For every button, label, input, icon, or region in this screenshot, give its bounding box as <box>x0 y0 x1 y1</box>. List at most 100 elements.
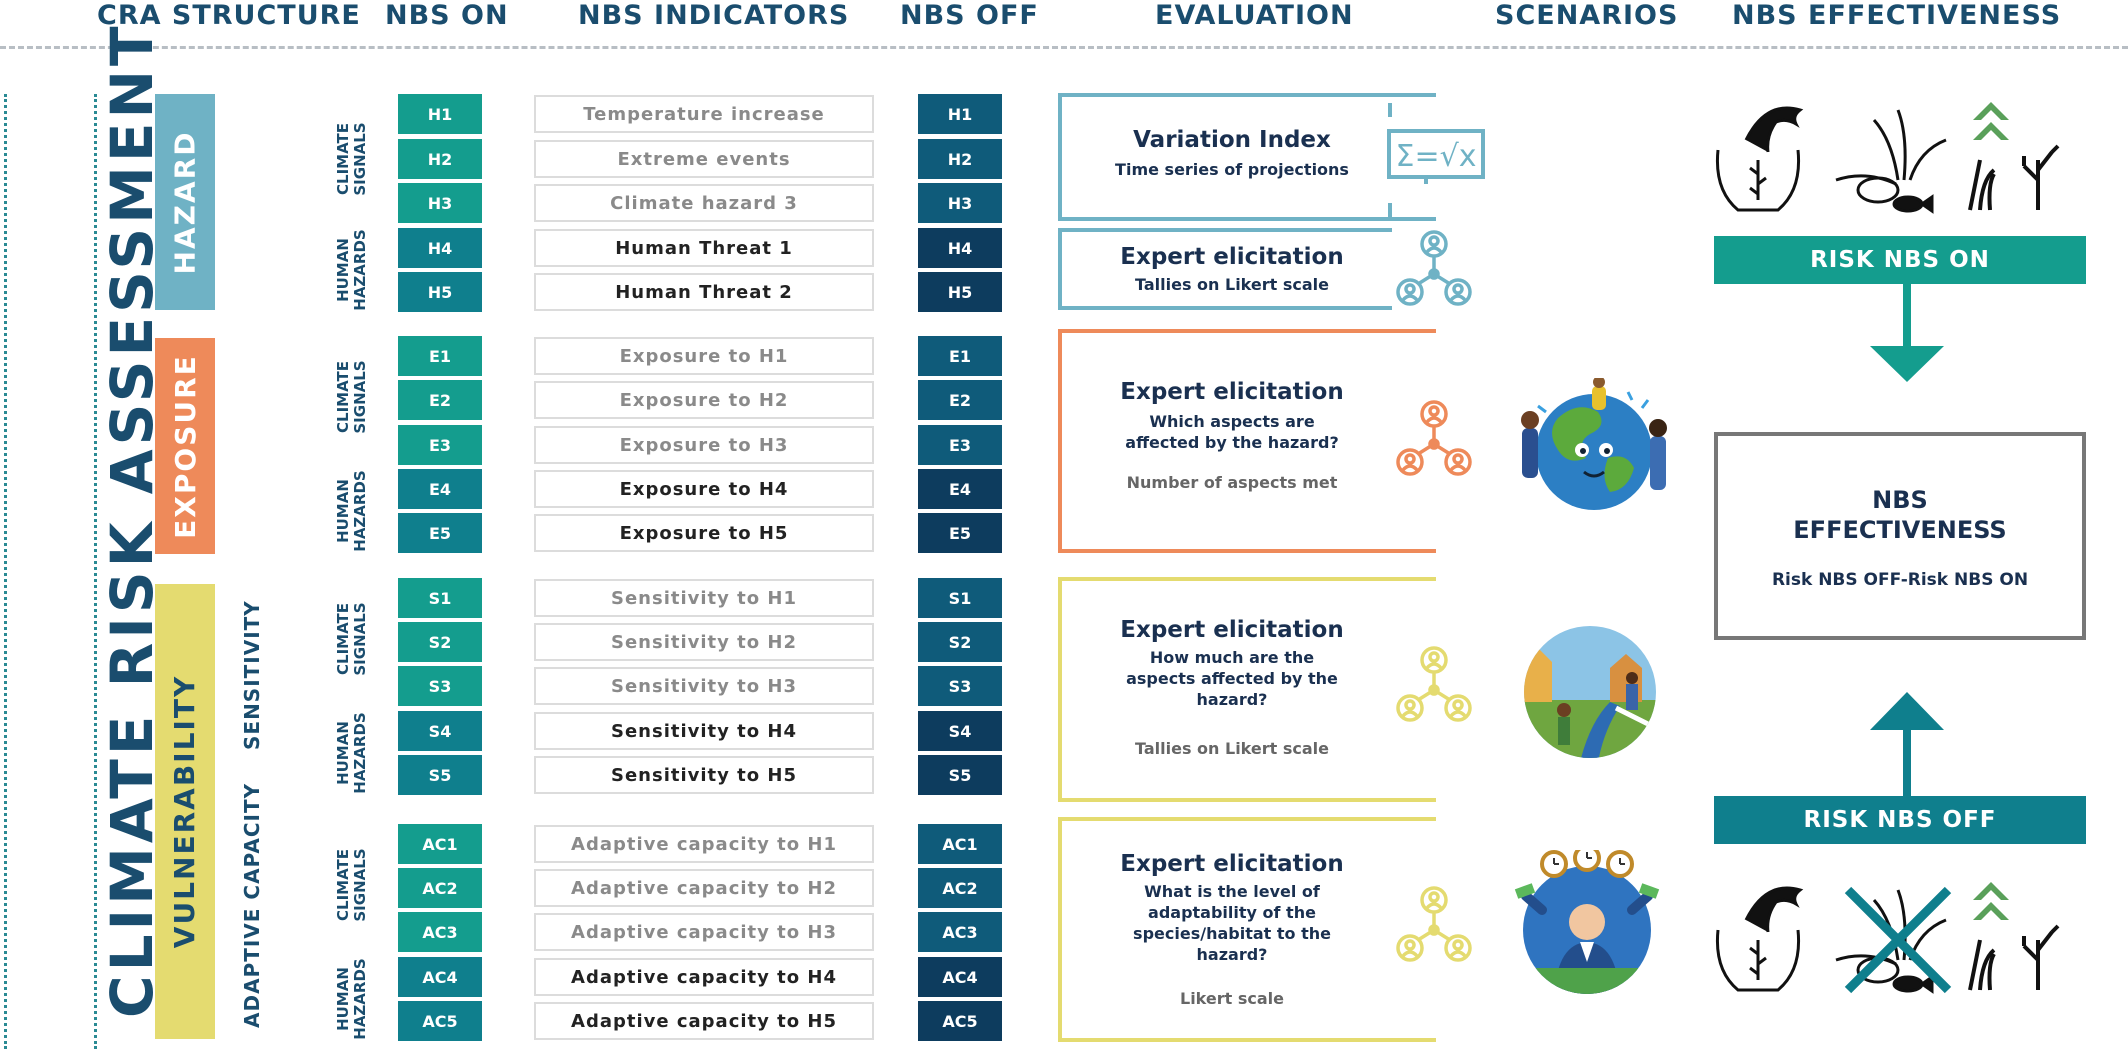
nbs-off-code: H2 <box>918 139 1002 179</box>
category-hazard: HAZARD <box>155 94 215 310</box>
group-label-line2: HAZARDS <box>351 229 369 311</box>
coral-reef-icon <box>1968 102 2060 211</box>
nbs-off-code: AC4 <box>918 957 1002 997</box>
nbs-off-code: E1 <box>918 336 1002 376</box>
group-label-line1: CLIMATE <box>334 361 352 433</box>
svg-text:Σ=√x: Σ=√x <box>1396 139 1477 174</box>
nbs-on-code: E1 <box>398 336 482 376</box>
nbs-off-code: E2 <box>918 380 1002 420</box>
nbs-on-code: H5 <box>398 272 482 312</box>
nbs-off-code: AC3 <box>918 912 1002 952</box>
nbs-off-code: S3 <box>918 666 1002 706</box>
label-adaptive-capacity: ADAPTIVE CAPACITY <box>240 782 264 1028</box>
nbs-off-code: E4 <box>918 469 1002 509</box>
nbs-off-code: S1 <box>918 578 1002 618</box>
nbs-indicator: Sensitivity to H1 <box>534 579 874 617</box>
nbs-on-code: H2 <box>398 139 482 179</box>
nbs-indicator: Exposure to H2 <box>534 381 874 419</box>
nbs-off-code: H4 <box>918 228 1002 268</box>
nbs-off-code: S2 <box>918 622 1002 662</box>
category-vulnerability: VULNERABILITY <box>155 584 215 1039</box>
nbs-indicator: Exposure to H1 <box>534 337 874 375</box>
nbs-indicator: Sensitivity to H2 <box>534 623 874 661</box>
nbs-on-code: E5 <box>398 513 482 553</box>
arrow-up-icon <box>1870 692 1944 800</box>
group-label-line1: CLIMATE <box>334 122 352 195</box>
category-exposure: EXPOSURE <box>155 338 215 554</box>
group-label-line1: HUMAN <box>334 238 352 302</box>
eval-sensitivity-title: Expert elicitation <box>1120 617 1344 643</box>
group-label-line2: SIGNALS <box>351 121 369 196</box>
nbs-off-code: S4 <box>918 711 1002 751</box>
nbs-indicator: Climate hazard 3 <box>534 184 874 222</box>
cross-out-icon <box>1844 886 1952 994</box>
title-border-left <box>4 94 7 1049</box>
header-nbs-off: NBS OFF <box>900 0 1039 31</box>
expert-network-icon <box>1392 398 1476 482</box>
group-label-line2: HAZARDS <box>351 712 369 794</box>
eval-adaptive-sub2: adaptability of the <box>1148 903 1316 922</box>
eval-variation-sub: Time series of projections <box>1115 160 1349 179</box>
nbs-indicator: Adaptive capacity to H2 <box>534 869 874 907</box>
nbs-indicator: Exposure to H5 <box>534 514 874 552</box>
nbs-box-formula: Risk NBS OFF-Risk NBS ON <box>1771 570 2029 590</box>
expert-network-icon <box>1392 228 1476 312</box>
header-scenarios: SCENARIOS <box>1495 0 1679 31</box>
nbs-off-code: AC2 <box>918 868 1002 908</box>
seagrass-oyster-fish-icon <box>1835 109 1947 214</box>
coral-reef-icon <box>1968 882 2060 991</box>
expert-network-icon <box>1392 644 1476 728</box>
nbs-on-code: AC2 <box>398 868 482 908</box>
group-label-line2: SIGNALS <box>351 602 369 676</box>
nbs-on-code: E2 <box>398 380 482 420</box>
eval-sensitivity-note: Tallies on Likert scale <box>1135 739 1329 758</box>
nbs-icons-on <box>1715 102 2060 214</box>
nbs-effectiveness-box: NBS EFFECTIVENESS Risk NBS OFF-Risk NBS … <box>1714 432 2086 640</box>
nbs-box-title-line2: EFFECTIVENESS <box>1793 516 2007 544</box>
eval-adaptive-sub1: What is the level of <box>1144 882 1320 901</box>
money-scenario-illustration <box>1514 850 1660 994</box>
eval-adaptive: Expert elicitation What is the level of … <box>1058 817 1436 1042</box>
nbs-on-code: S5 <box>398 755 482 795</box>
eval-hazard-expert-sub: Tallies on Likert scale <box>1135 275 1329 294</box>
group-label-line2: HAZARDS <box>351 958 369 1040</box>
group-label-line2: SIGNALS <box>351 848 369 922</box>
eval-exposure-title: Expert elicitation <box>1120 379 1344 405</box>
eval-exposure-note: Number of aspects met <box>1126 473 1338 492</box>
nbs-indicator: Exposure to H4 <box>534 470 874 508</box>
nbs-on-code: E3 <box>398 425 482 465</box>
header-divider <box>0 46 2128 49</box>
eval-sensitivity: Expert elicitation How much are the aspe… <box>1058 577 1436 802</box>
group-label-line2: SIGNALS <box>351 360 369 434</box>
nbs-indicator: Extreme events <box>534 140 874 178</box>
nbs-off-code: AC1 <box>918 824 1002 864</box>
nbs-off-code: H1 <box>918 94 1002 134</box>
eval-hazard-expert: Expert elicitation Tallies on Likert sca… <box>1058 228 1436 310</box>
nbs-on-code: AC1 <box>398 824 482 864</box>
nbs-off-code: S5 <box>918 755 1002 795</box>
nbs-on-code: H1 <box>398 94 482 134</box>
eval-exposure-sub2: affected by the hazard? <box>1125 433 1339 452</box>
nbs-off-code: H3 <box>918 183 1002 223</box>
nbs-on-code: H3 <box>398 183 482 223</box>
nbs-indicator: Exposure to H3 <box>534 426 874 464</box>
nbs-indicator: Human Threat 2 <box>534 273 874 311</box>
nbs-indicator: Adaptive capacity to H5 <box>534 1002 874 1040</box>
group-label-line2: HAZARDS <box>351 470 369 552</box>
eval-hazard-expert-title: Expert elicitation <box>1120 244 1344 270</box>
eval-exposure: Expert elicitation Which aspects are aff… <box>1058 329 1436 553</box>
nbs-on-code: AC5 <box>398 1001 482 1041</box>
nbs-off-code: AC5 <box>918 1001 1002 1041</box>
eval-adaptive-sub4: hazard? <box>1196 945 1268 964</box>
nbs-on-code: AC3 <box>398 912 482 952</box>
label-sensitivity: SENSITIVITY <box>240 600 264 750</box>
expert-network-icon <box>1392 884 1476 968</box>
group-label-line1: HUMAN <box>334 721 352 785</box>
nbs-on-code: E4 <box>398 469 482 509</box>
nbs-indicator: Adaptive capacity to H1 <box>534 825 874 863</box>
